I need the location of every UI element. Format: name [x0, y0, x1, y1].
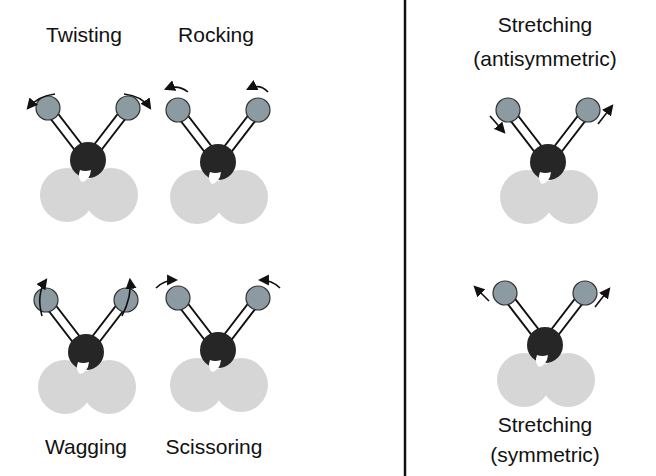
mode-label: Stretching (symmetric) [455, 410, 635, 470]
twisting-molecule [28, 94, 150, 222]
mode-label: Rocking [146, 22, 286, 48]
wagging-molecule [34, 280, 138, 414]
symmetric-stretching-molecule [475, 281, 609, 407]
mode-label: Stretching (antisymmetric) [455, 8, 635, 76]
scissoring-molecule [156, 280, 280, 412]
antisymmetric-stretching-molecule [490, 98, 612, 224]
rocking-molecule [166, 87, 270, 224]
mode-label: Wagging [16, 434, 156, 460]
mode-label: Twisting [14, 22, 154, 48]
mode-label: Scissoring [144, 434, 284, 460]
divider-line [404, 0, 407, 476]
